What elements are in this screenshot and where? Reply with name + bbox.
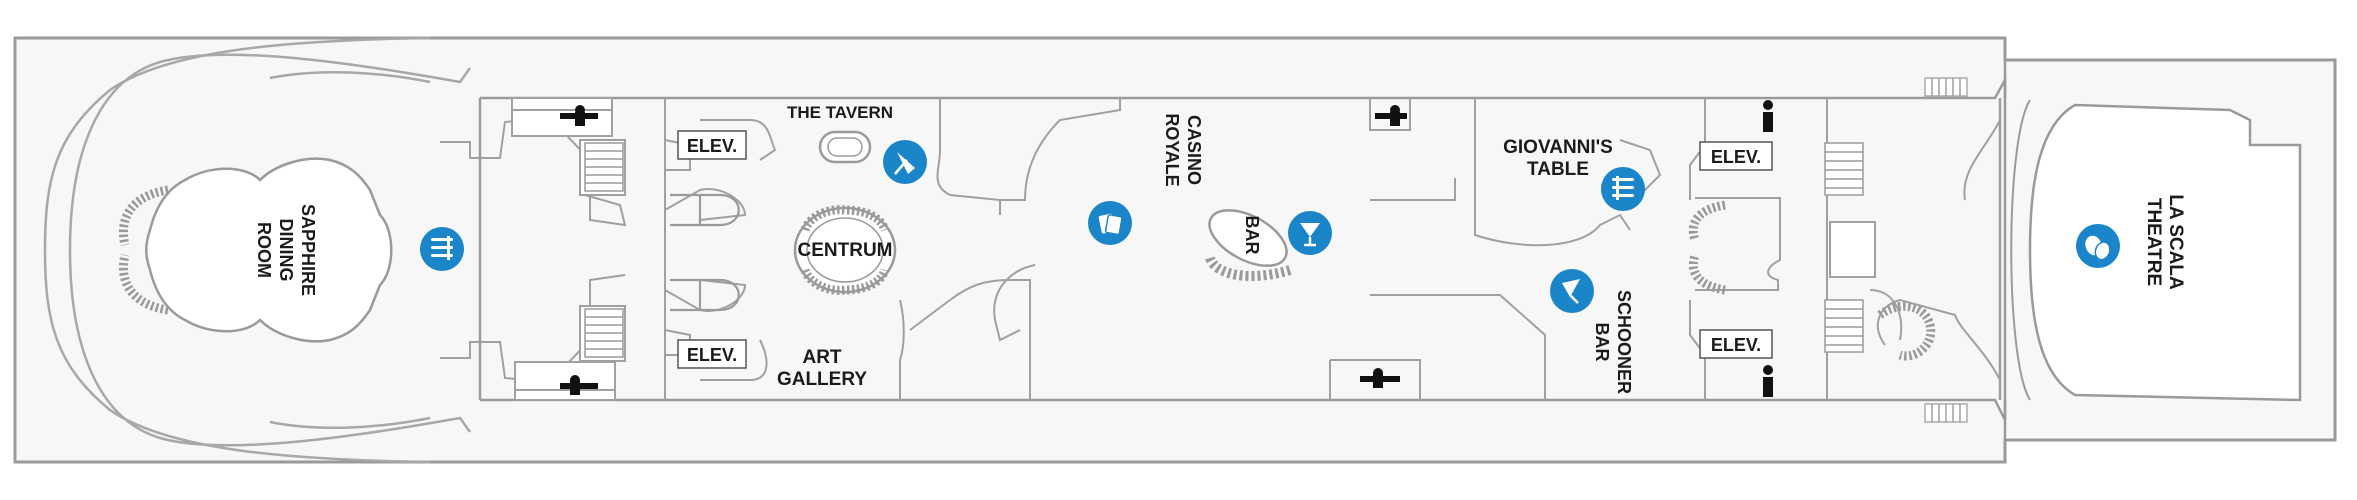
svg-text:GIOVANNI'S: GIOVANNI'S — [1503, 137, 1613, 158]
svg-text:GALLERY: GALLERY — [777, 369, 867, 390]
stairs-icon — [584, 142, 624, 192]
tavern-table — [818, 130, 872, 164]
restroom-icon — [560, 105, 598, 126]
cocktail-glass-icon[interactable] — [1288, 211, 1332, 255]
stairs-icon — [1824, 142, 1864, 196]
giovannis-table-label[interactable]: GIOVANNI'S TABLE — [1503, 137, 1613, 180]
wheelchair-icon — [1763, 365, 1773, 397]
elevator-wells — [670, 193, 740, 312]
theatre-masks-icon[interactable] — [2076, 224, 2120, 268]
svg-text:BAR: BAR — [1242, 216, 1262, 255]
la-scala-theatre-label[interactable]: LA SCALA THEATRE — [2143, 194, 2186, 290]
la-scala-theatre-room — [2010, 99, 2302, 402]
svg-text:ART: ART — [802, 347, 841, 368]
playing-cards-icon[interactable] — [1088, 201, 1132, 245]
the-tavern-label[interactable]: THE TAVERN — [787, 103, 893, 122]
svg-text:CASINO: CASINO — [1184, 115, 1204, 185]
casino-bar-counter — [1205, 209, 1292, 281]
svg-text:DINING: DINING — [276, 219, 296, 282]
stairs-icon — [584, 308, 624, 358]
centrum-atrium — [793, 206, 897, 294]
deck-walls — [478, 60, 2007, 440]
svg-text:ELEV.: ELEV. — [687, 345, 737, 365]
svg-text:LA SCALA: LA SCALA — [2165, 194, 2186, 290]
stairs-icon — [1924, 77, 1968, 97]
stairs-icon — [1924, 403, 1968, 423]
sapphire-dining-label[interactable]: SAPPHIRE DINING ROOM — [254, 204, 318, 296]
svg-text:ELEV.: ELEV. — [1711, 335, 1761, 355]
stairs-icon — [119, 185, 1936, 361]
elevator-label-aft-starboard: ELEV. — [1699, 329, 1773, 359]
art-gallery-label[interactable]: ART GALLERY — [777, 347, 867, 390]
elevator-label-aft-port: ELEV. — [1699, 141, 1773, 171]
cocktail-glass-icon[interactable] — [883, 140, 927, 184]
elevator-label-fwd-port: ELEV. — [677, 130, 747, 160]
svg-text:SAPPHIRE: SAPPHIRE — [298, 204, 318, 296]
wheelchair-icon — [1763, 100, 1773, 132]
svg-text:TABLE: TABLE — [1527, 159, 1589, 180]
sapphire-dining-room — [145, 157, 393, 343]
svg-text:ELEV.: ELEV. — [687, 136, 737, 156]
fork-knife-icon[interactable] — [1601, 167, 1645, 211]
restroom-icon — [560, 375, 598, 395]
stairs-icon — [1824, 299, 1864, 353]
casino-royale-label[interactable]: CASINO ROYALE — [1162, 113, 1204, 186]
svg-text:THEATRE: THEATRE — [2143, 198, 2164, 286]
svg-text:BAR: BAR — [1592, 323, 1612, 362]
fork-knife-icon[interactable] — [420, 227, 464, 271]
cocktail-glass-icon[interactable] — [1550, 269, 1594, 313]
bow-outline — [43, 36, 472, 464]
svg-text:ELEV.: ELEV. — [1711, 147, 1761, 167]
schooner-bar-label[interactable]: SCHOONER BAR — [1592, 290, 1634, 394]
restroom-icon — [1375, 105, 1407, 126]
svg-text:ROYALE: ROYALE — [1162, 113, 1182, 186]
elevator-label-fwd-starboard: ELEV. — [677, 339, 747, 369]
centrum-label[interactable]: CENTRUM — [798, 240, 893, 261]
svg-text:SCHOONER: SCHOONER — [1614, 290, 1634, 394]
restroom-icon — [1360, 368, 1400, 388]
svg-text:ROOM: ROOM — [254, 222, 274, 278]
casino-bar-label[interactable]: BAR — [1242, 216, 1262, 255]
